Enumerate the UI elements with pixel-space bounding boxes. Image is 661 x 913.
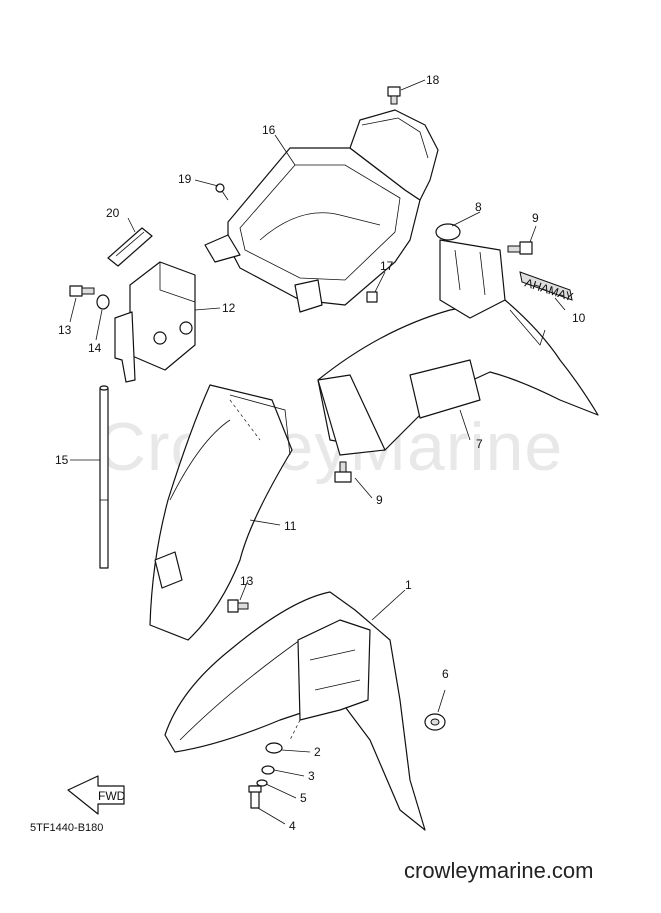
callout-8: 8 (475, 200, 482, 214)
part-7-rear-fender[interactable] (317, 239, 599, 456)
part-14-washer[interactable] (96, 294, 110, 310)
callout-13-lower: 13 (240, 574, 254, 588)
part-18-bolt[interactable] (387, 86, 401, 105)
callout-4: 4 (289, 819, 296, 833)
part-17-bolt[interactable] (366, 291, 378, 303)
part-10-decal[interactable]: AHAMAY (519, 271, 575, 305)
callout-12: 12 (222, 301, 236, 315)
callout-18: 18 (426, 73, 440, 87)
callout-6: 6 (442, 667, 449, 681)
callout-10: 10 (572, 311, 586, 325)
part-16-seat-tray[interactable] (204, 109, 439, 313)
fwd-arrow-icon: FWD (67, 775, 126, 815)
part-19-screw[interactable] (215, 183, 229, 201)
part-3-washer[interactable] (261, 765, 275, 775)
callout-11: 11 (284, 519, 297, 533)
part-13-bolt-upper[interactable] (69, 285, 95, 297)
callout-1: 1 (405, 578, 412, 592)
part-1-front-fender[interactable] (164, 591, 426, 831)
callout-19: 19 (178, 172, 192, 186)
callout-17: 17 (380, 259, 394, 273)
callout-9-upper: 9 (532, 211, 539, 225)
part-15-rod[interactable] (99, 385, 109, 569)
callout-7: 7 (476, 437, 483, 451)
callout-15: 15 (55, 453, 69, 467)
callout-14: 14 (88, 341, 102, 355)
callout-13-upper: 13 (58, 323, 72, 337)
callout-3: 3 (308, 769, 315, 783)
decal-text: AHAMAY (523, 276, 575, 305)
part-11-inner-fender[interactable] (149, 384, 293, 641)
leader-lines (69, 79, 566, 825)
part-9-bolt-upper[interactable] (507, 241, 533, 255)
part-9-bolt-lower[interactable] (334, 461, 352, 483)
part-2-collar[interactable] (265, 742, 283, 754)
callout-2: 2 (314, 745, 321, 759)
part-13-bolt-lower[interactable] (227, 599, 249, 613)
callout-9-lower: 9 (376, 493, 383, 507)
part-5-spring-washer[interactable] (256, 779, 268, 787)
part-12-cover[interactable] (114, 261, 196, 383)
callout-20: 20 (106, 206, 120, 220)
callout-16: 16 (262, 123, 276, 137)
part-20-clip[interactable] (107, 227, 153, 267)
site-url[interactable]: crowleymarine.com (404, 858, 594, 883)
fwd-label: FWD (98, 789, 126, 803)
callout-5: 5 (300, 791, 307, 805)
part-8-cap[interactable] (435, 223, 461, 241)
part-4-bolt[interactable] (248, 785, 262, 809)
part-6-grommet[interactable] (424, 713, 446, 731)
diagram-code: 5TF1440-B180 (30, 822, 104, 834)
